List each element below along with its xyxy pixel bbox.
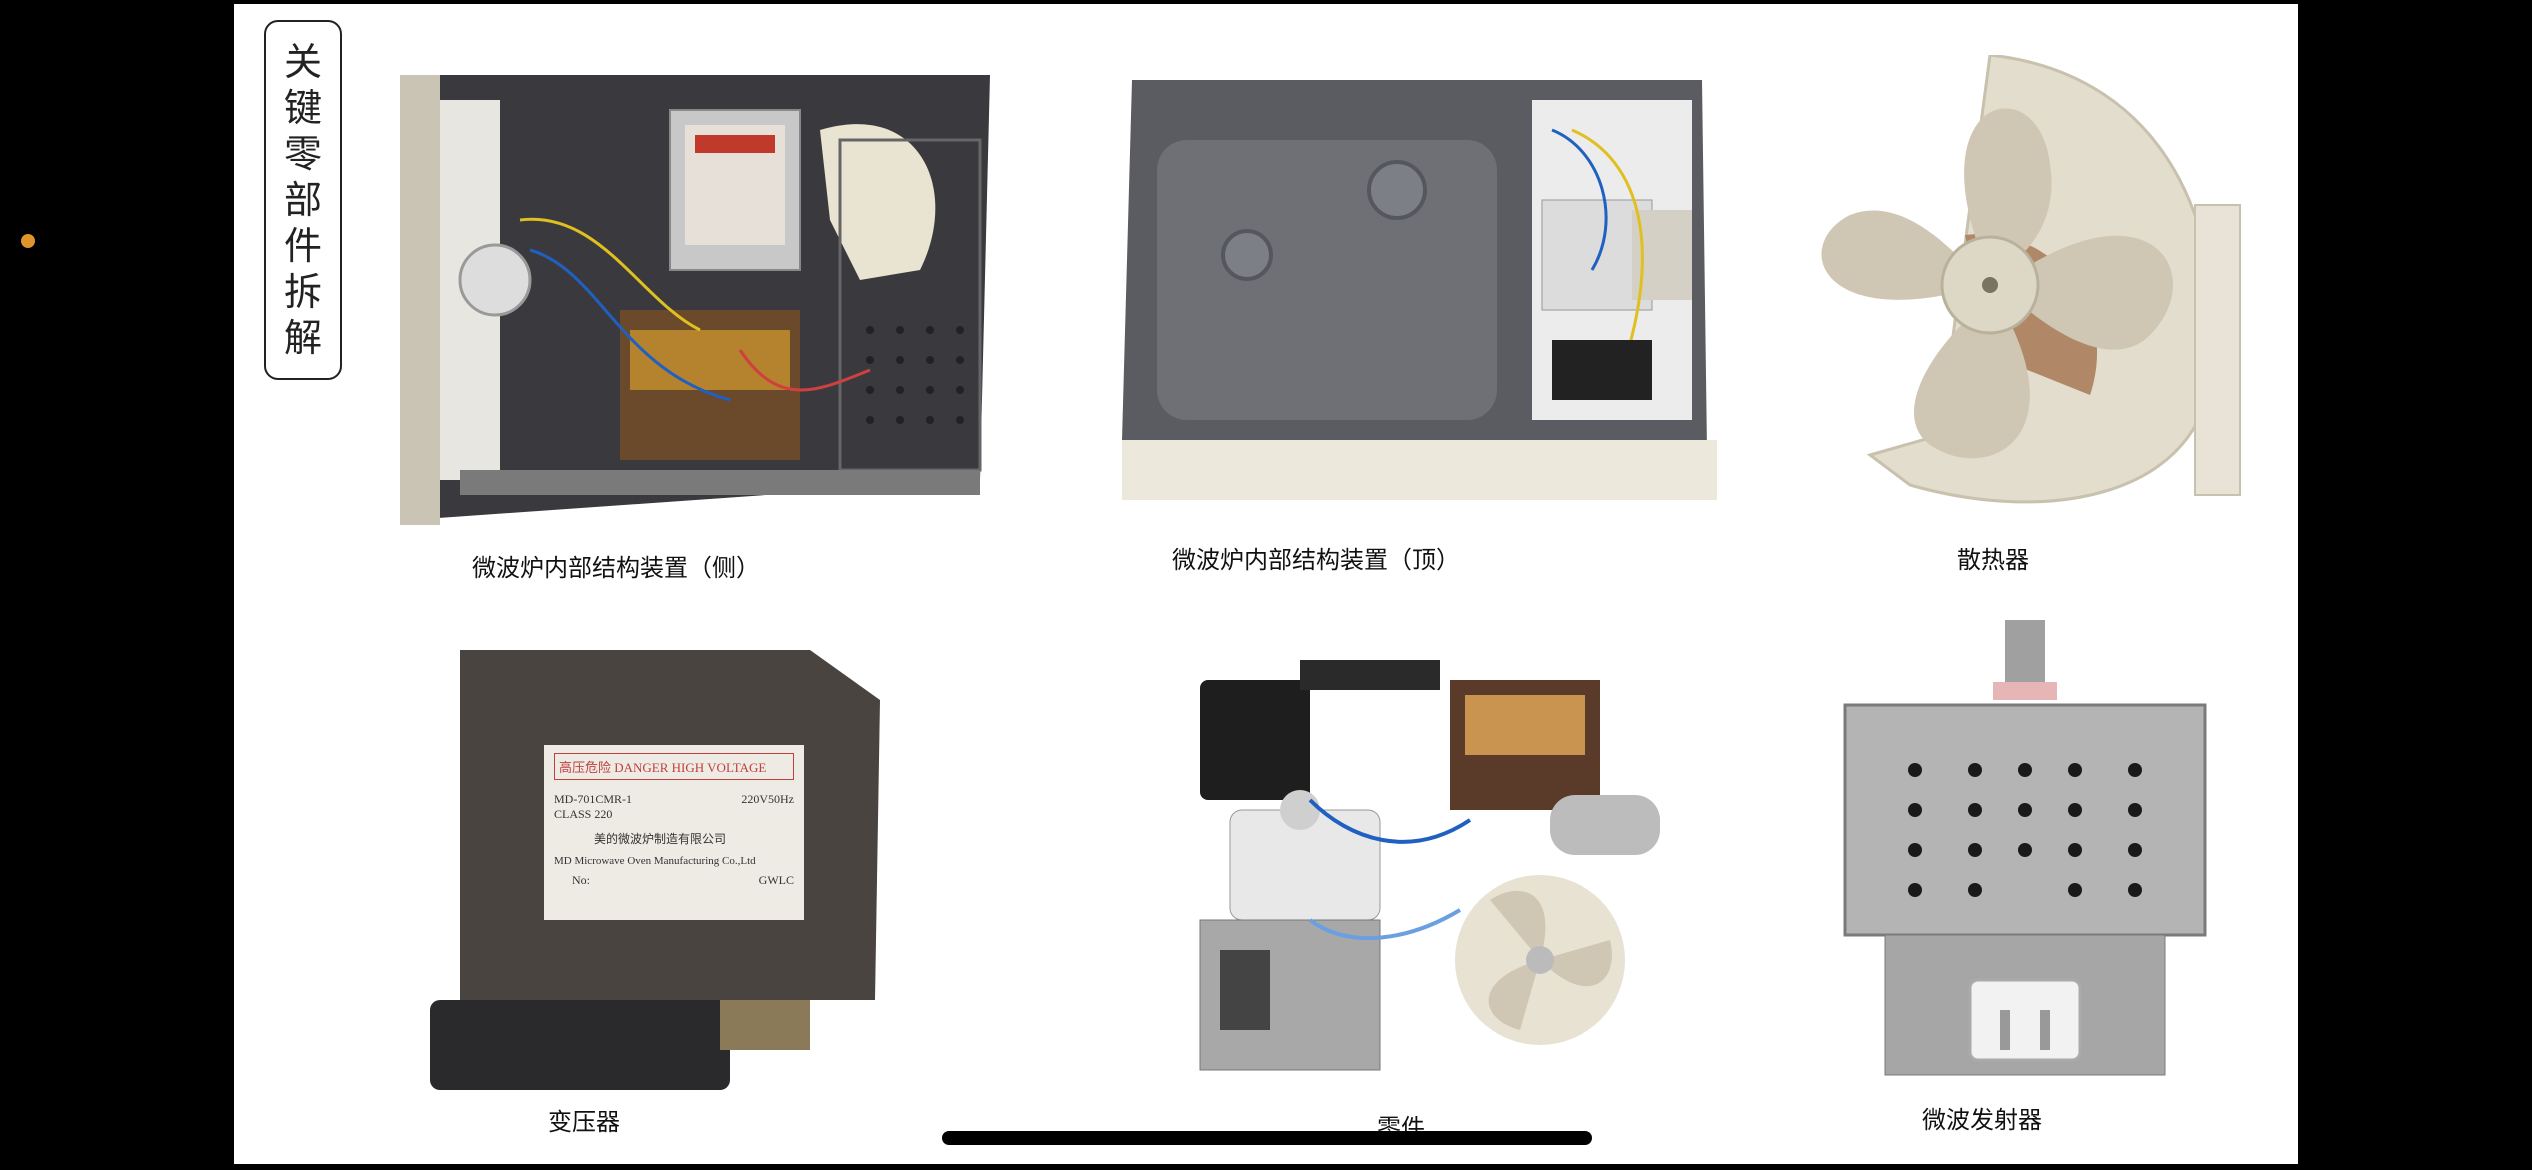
caption-interior-top: 微波炉内部结构装置（顶） <box>1172 546 1460 574</box>
label-code: GWLC <box>758 873 794 887</box>
title-char: 键 <box>283 86 322 130</box>
label-model: MD-701CMR-1 <box>554 792 633 806</box>
title-char: 解 <box>283 316 322 360</box>
photo-heat-sink <box>1790 55 2260 505</box>
caption-interior-side: 微波炉内部结构装置（侧） <box>472 554 760 582</box>
title-char: 关 <box>283 40 322 84</box>
photo-parts <box>1190 620 1690 1080</box>
photo-interior-top <box>1122 70 1717 510</box>
slide-title: 关 键 零 部 件 拆 解 <box>264 20 342 380</box>
label-class: CLASS 220 <box>554 807 613 821</box>
caption-heat-sink: 散热器 <box>1957 546 2029 574</box>
label-en-maker: MD Microwave Oven Manufacturing Co.,Ltd <box>554 855 756 867</box>
home-indicator[interactable] <box>942 1131 1592 1145</box>
photo-transformer: 高压危险 DANGER HIGH VOLTAGE MD-701CMR-1 220… <box>430 650 890 1095</box>
photo-magnetron <box>1825 620 2225 1080</box>
photo-interior-side <box>400 70 1000 530</box>
label-rating: 220V50Hz <box>741 792 794 806</box>
title-char: 件 <box>283 224 322 268</box>
label-warning: 高压危险 DANGER HIGH VOLTAGE <box>554 753 794 780</box>
title-char: 零 <box>283 132 322 176</box>
title-char: 拆 <box>283 270 322 314</box>
label-no: No: <box>572 873 590 887</box>
caption-transformer: 变压器 <box>548 1108 620 1136</box>
indicator-dot <box>21 234 35 248</box>
label-cn-maker: 美的微波炉制造有限公司 <box>594 832 727 846</box>
caption-magnetron: 微波发射器 <box>1922 1106 2042 1134</box>
title-char: 部 <box>283 178 322 222</box>
transformer-label: 高压危险 DANGER HIGH VOLTAGE MD-701CMR-1 220… <box>544 745 804 920</box>
